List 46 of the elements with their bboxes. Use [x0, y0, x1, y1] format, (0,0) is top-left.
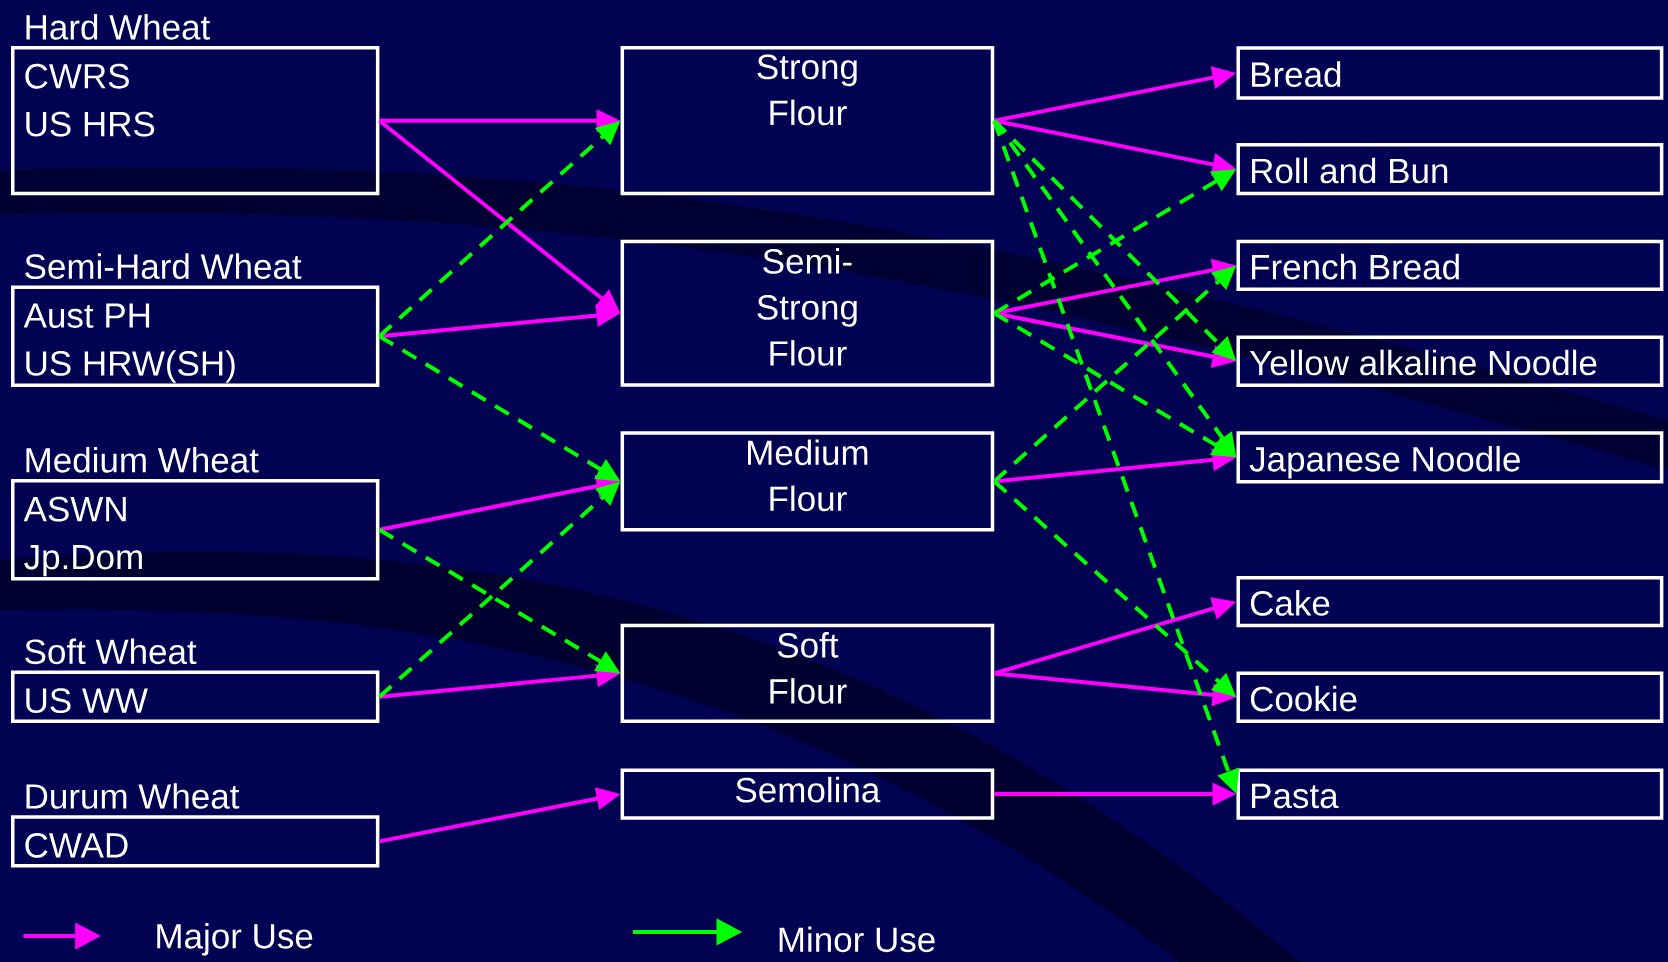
- variety-label: Jp.Dom: [24, 545, 142, 577]
- group-heading: Durum Wheat: [26, 783, 240, 809]
- flour-label: Soft Flour: [770, 632, 847, 704]
- flour-box: [620, 431, 995, 532]
- product-box: [1236, 431, 1664, 484]
- flour-box: [620, 768, 995, 820]
- product-label: Pasta: [1252, 783, 1339, 809]
- wheat-box: [11, 253, 380, 387]
- product-box: [1236, 335, 1664, 387]
- product-label: Bread: [1252, 61, 1341, 88]
- wheat-box: [11, 446, 380, 581]
- wheat-box: [11, 783, 380, 868]
- legend-label: Minor Use: [779, 926, 935, 953]
- product-label: Yellow alkaline Noodle: [1249, 349, 1597, 376]
- variety-label: Aust PH: [23, 303, 150, 328]
- product-box: [1236, 142, 1664, 196]
- flour-box: [620, 623, 995, 723]
- variety-label: CWRS: [25, 63, 129, 89]
- group-heading: Medium Wheat: [26, 446, 259, 473]
- product-label: Japanese Noodle: [1249, 445, 1520, 479]
- product-box: [1236, 575, 1664, 628]
- variety-label: CWAD: [25, 833, 128, 858]
- flour-label: Semi-Strong Flour: [757, 248, 857, 366]
- product-label: French Bread: [1252, 253, 1459, 280]
- group-heading: Semi-Hard Wheat: [25, 253, 302, 280]
- flour-box: [620, 46, 995, 196]
- legend-label: Major Use: [157, 923, 313, 956]
- variety-label: US WW: [26, 688, 148, 714]
- wheat-box: [11, 638, 380, 723]
- flour-label: Strong Flour: [757, 54, 857, 126]
- variety-label: US HRS: [26, 111, 155, 137]
- wheat-box: [11, 14, 380, 196]
- product-box: [1236, 768, 1664, 820]
- flour-label: Semolina: [736, 776, 881, 803]
- variety-label: US HRW(SH): [26, 350, 235, 383]
- flour-box: [620, 239, 995, 387]
- group-heading: Soft Wheat: [25, 638, 197, 665]
- product-box: [1236, 239, 1664, 292]
- product-box: [1236, 46, 1664, 100]
- group-heading: Hard Wheat: [26, 14, 211, 40]
- product-label: Cookie: [1250, 685, 1357, 712]
- product-box: [1236, 671, 1664, 723]
- flour-label: Medium Flour: [748, 439, 868, 512]
- product-label: Cake: [1250, 590, 1330, 616]
- variety-label: ASWN: [23, 496, 126, 522]
- product-label: Roll and Bun: [1252, 157, 1448, 184]
